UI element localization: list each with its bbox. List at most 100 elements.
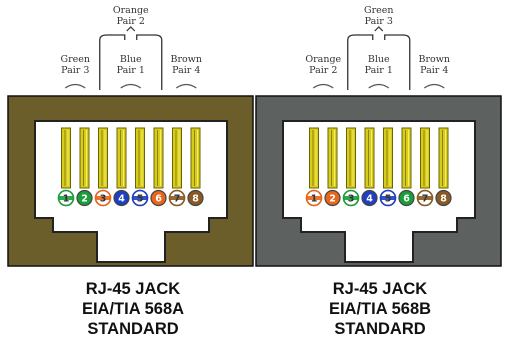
pin-6: 6 — [398, 189, 415, 207]
pin-number: 7 — [422, 194, 429, 205]
pin-dot — [398, 189, 415, 207]
caption-line: STANDARD — [334, 320, 426, 338]
pin-2: 2 — [76, 189, 93, 207]
contact — [135, 127, 145, 189]
pin-stripe — [170, 196, 184, 200]
pin-dot — [76, 189, 93, 207]
pin-7: 7 — [168, 189, 186, 207]
contact — [438, 127, 449, 189]
pin-number: 3 — [348, 194, 355, 205]
caption-line: STANDARD — [87, 320, 179, 338]
pin-dot — [435, 189, 452, 207]
pin-number: 6 — [155, 194, 162, 205]
pin-dot — [150, 189, 167, 207]
caption-line: RJ-45 JACK — [332, 280, 428, 298]
pin-3: 3 — [94, 189, 112, 207]
contact — [364, 127, 375, 189]
pin-8: 8 — [435, 189, 452, 207]
pin-number: 1 — [311, 194, 318, 205]
pin-4: 4 — [113, 189, 130, 207]
pair-label-middle-line: Blue — [120, 54, 142, 65]
pair-label-left-line: Green — [61, 54, 91, 65]
pin-ring — [416, 189, 434, 207]
caret — [374, 26, 384, 32]
pin-dot — [324, 189, 341, 207]
contact — [401, 127, 412, 189]
pin-ring — [94, 189, 112, 207]
pin-ring — [305, 189, 323, 207]
pair-label-top-line: Pair 2 — [117, 16, 145, 27]
pair-label-top-line: Green — [364, 5, 394, 16]
caption-568a: RJ-45 JACK EIA/TIA 568A STANDARD — [33, 279, 233, 339]
contact — [116, 127, 127, 189]
caption-568b: RJ-45 JACK EIA/TIA 568B STANDARD — [280, 279, 480, 339]
pair-label-top-line: Pair 3 — [365, 16, 393, 27]
pair-label-middle-line: Blue — [368, 54, 390, 65]
pin-5: 5 — [379, 189, 397, 207]
pin-ring — [57, 189, 75, 207]
contact — [383, 127, 393, 189]
pin-ring — [379, 189, 397, 207]
pair-bracket-top — [347, 34, 411, 90]
pin-3: 3 — [342, 189, 360, 207]
pin-number: 4 — [366, 194, 373, 205]
pin-1: 1 — [305, 189, 323, 207]
pin-stripe — [344, 196, 358, 200]
pin-2: 2 — [324, 189, 341, 207]
caption-line: RJ-45 JACK — [85, 280, 181, 298]
pin-dot — [361, 189, 378, 207]
pair-label-right-line: Brown — [171, 54, 203, 65]
contact — [327, 127, 338, 189]
contact — [98, 127, 108, 189]
pin-5: 5 — [131, 189, 149, 207]
pin-7: 7 — [416, 189, 434, 207]
pin-number: 5 — [385, 194, 392, 205]
contact — [153, 127, 164, 189]
contact — [309, 127, 319, 189]
contact — [172, 127, 182, 189]
pair-bracket — [64, 83, 86, 89]
pair-label-right-line: Pair 4 — [420, 65, 448, 76]
pin-8: 8 — [187, 189, 204, 207]
pair-label-middle-line: Pair 1 — [365, 65, 393, 76]
contact — [61, 127, 71, 189]
pin-number: 8 — [192, 194, 199, 205]
pair-label-left-line: Pair 2 — [309, 65, 337, 76]
pair-label-left-line: Pair 3 — [61, 65, 89, 76]
pin-stripe — [381, 196, 395, 200]
pair-label-top-line: Orange — [113, 5, 149, 16]
pin-4: 4 — [361, 189, 378, 207]
pin-stripe — [96, 196, 110, 200]
contact — [346, 127, 356, 189]
pin-number: 4 — [118, 194, 125, 205]
pin-number: 2 — [329, 194, 336, 205]
pin-number: 8 — [440, 194, 447, 205]
pin-stripe — [307, 196, 321, 200]
pair-bracket — [312, 83, 334, 89]
pin-1: 1 — [57, 189, 75, 207]
pin-number: 2 — [81, 194, 88, 205]
pair-label-right-line: Brown — [419, 54, 451, 65]
pin-number: 3 — [100, 194, 107, 205]
pair-label-right-line: Pair 4 — [172, 65, 200, 76]
contact — [190, 127, 201, 189]
pin-number: 7 — [174, 194, 181, 205]
pin-dot — [113, 189, 130, 207]
pin-number: 1 — [63, 194, 70, 205]
pair-bracket-top — [99, 34, 163, 90]
pair-bracket — [368, 83, 390, 89]
pin-dot — [187, 189, 204, 207]
pin-ring — [131, 189, 149, 207]
pair-bracket — [423, 83, 445, 89]
pair-bracket — [120, 83, 142, 89]
